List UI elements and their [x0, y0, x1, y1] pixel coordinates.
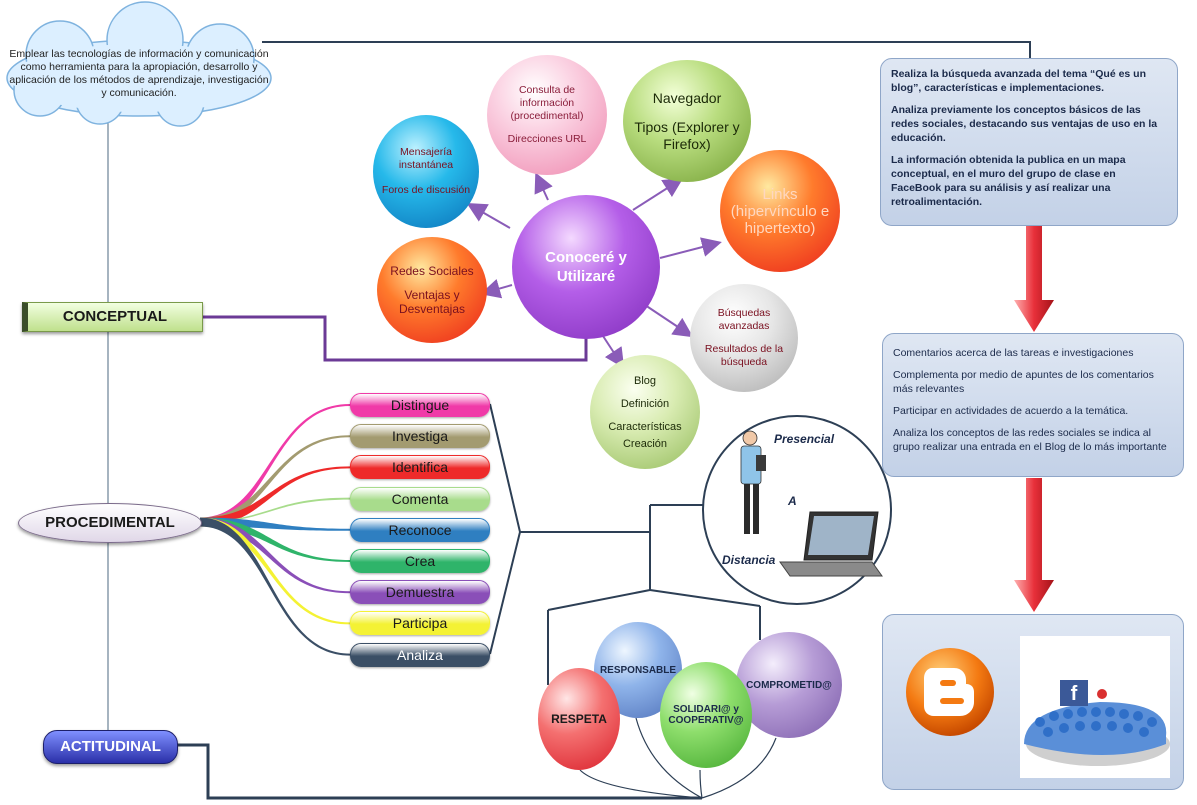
bubble-consulta-line1: Consulta de información (procedimental)	[510, 84, 584, 122]
verb-pill-investiga: Investiga	[350, 424, 490, 449]
panel-activities: Realiza la búsqueda avanzada del tema “Q…	[880, 58, 1178, 226]
ribbon-identifica	[200, 466, 350, 527]
balloon-comprometido: COMPROMETID@	[736, 632, 842, 738]
tag-procedimental: PROCEDIMENTAL	[18, 503, 202, 543]
bubble-links: Links (hipervínculo e hipertexto)	[720, 150, 840, 272]
panel-evaluation-p3: Participar en actividades de acuerdo a l…	[893, 405, 1129, 417]
ribbon-participa	[200, 517, 350, 625]
bubble-blog-line2: Definición	[620, 397, 670, 410]
panel-evaluation-p1: Comentarios acerca de las tareas e inves…	[893, 347, 1134, 359]
down-arrow-2-icon	[1014, 478, 1054, 612]
cloud-shape	[6, 1, 272, 127]
bubble-busquedas-line1: Búsquedas avanzadas	[717, 307, 771, 332]
panel-activities-p3: La información obtenida la publica en un…	[891, 154, 1126, 208]
bubble-redes: Redes Sociales Ventajas y Desventajas	[377, 237, 487, 343]
bubble-redes-line2: Ventajas y Desventajas	[398, 288, 466, 316]
panel-evaluation: Comentarios acerca de las tareas e inves…	[882, 333, 1184, 477]
bubble-busquedas-line2: Resultados de la búsqueda	[704, 343, 784, 368]
panel-evaluation-p2: Complementa por medio de apuntes de los …	[893, 369, 1154, 395]
blogger-logo-icon	[906, 648, 994, 736]
bubble-mensajeria-line2: Foros de discusión	[381, 184, 471, 196]
bubble-navegador-line2: Tipos (Explorer y Firefox)	[634, 118, 740, 152]
bubble-blog-line3: Características	[608, 420, 682, 433]
modality-a: A	[788, 494, 797, 508]
modality-presencial: Presencial	[774, 432, 835, 446]
ribbon-investiga	[200, 435, 350, 527]
verb-pill-analiza: Analiza	[350, 642, 490, 667]
bubble-consulta: Consulta de información (procedimental) …	[487, 55, 607, 175]
bubble-mensajeria-line1: Mensajería instantánea	[398, 146, 454, 171]
laptop-icon	[779, 511, 883, 577]
bubble-blog-line4: Creación	[622, 437, 668, 450]
down-arrow-1-icon	[1014, 226, 1054, 332]
bubble-busquedas: Búsquedas avanzadas Resultados de la bús…	[690, 284, 798, 392]
panel-activities-p1: Realiza la búsqueda avanzada del tema “Q…	[891, 68, 1147, 94]
student-figure-icon	[740, 430, 766, 534]
tag-actitudinal: ACTITUDINAL	[43, 730, 178, 764]
center-label: Conoceré y Utilizaré	[545, 249, 627, 285]
verb-pill-demuestra: Demuestra	[350, 580, 490, 605]
verb-pill-distingue: Distingue	[350, 393, 490, 417]
facebook-audience-icon: f	[1020, 636, 1170, 778]
balloon-respeta: RESPETA	[538, 668, 620, 770]
balloon-solidario: SOLIDARI@ y COOPERATIV@	[660, 662, 752, 768]
bubble-mensajeria: Mensajería instantánea Foros de discusió…	[373, 115, 479, 228]
verb-pill-crea: Crea	[350, 549, 490, 573]
bubble-links-line1: Links (hipervínculo e hipertexto)	[730, 185, 830, 237]
verb-pill-identifica: Identifica	[350, 455, 490, 480]
svg-text:f: f	[1071, 683, 1078, 705]
bubble-blog-line1: Blog	[633, 374, 657, 387]
panel-activities-p2: Analiza previamente los conceptos básico…	[891, 104, 1158, 144]
panel-evaluation-p4: Analiza los conceptos de las redes socia…	[893, 427, 1167, 453]
bubble-navegador-line1: Navegador	[652, 89, 722, 106]
ribbon-reconoce	[200, 517, 350, 531]
modality-distancia: Distancia	[722, 553, 776, 567]
procedimental-ribbons	[200, 404, 350, 656]
verb-pill-reconoce: Reconoce	[350, 517, 490, 542]
center-bubble: Conoceré y Utilizaré	[512, 195, 660, 339]
tag-conceptual: CONCEPTUAL	[22, 302, 203, 332]
goal-cloud-text: Emplear las tecnologías de información y…	[9, 48, 269, 99]
verb-pill-participa: Participa	[350, 611, 490, 636]
bubble-blog: Blog Definición Características Creación	[590, 355, 700, 469]
bubble-navegador: Navegador Tipos (Explorer y Firefox)	[623, 60, 751, 182]
verb-pill-comenta: Comenta	[350, 486, 490, 511]
bubble-redes-line1: Redes Sociales	[390, 264, 474, 278]
bubble-consulta-line2: Direcciones URL	[507, 133, 587, 145]
ribbon-distingue	[200, 404, 350, 527]
ribbon-analiza	[200, 517, 350, 656]
